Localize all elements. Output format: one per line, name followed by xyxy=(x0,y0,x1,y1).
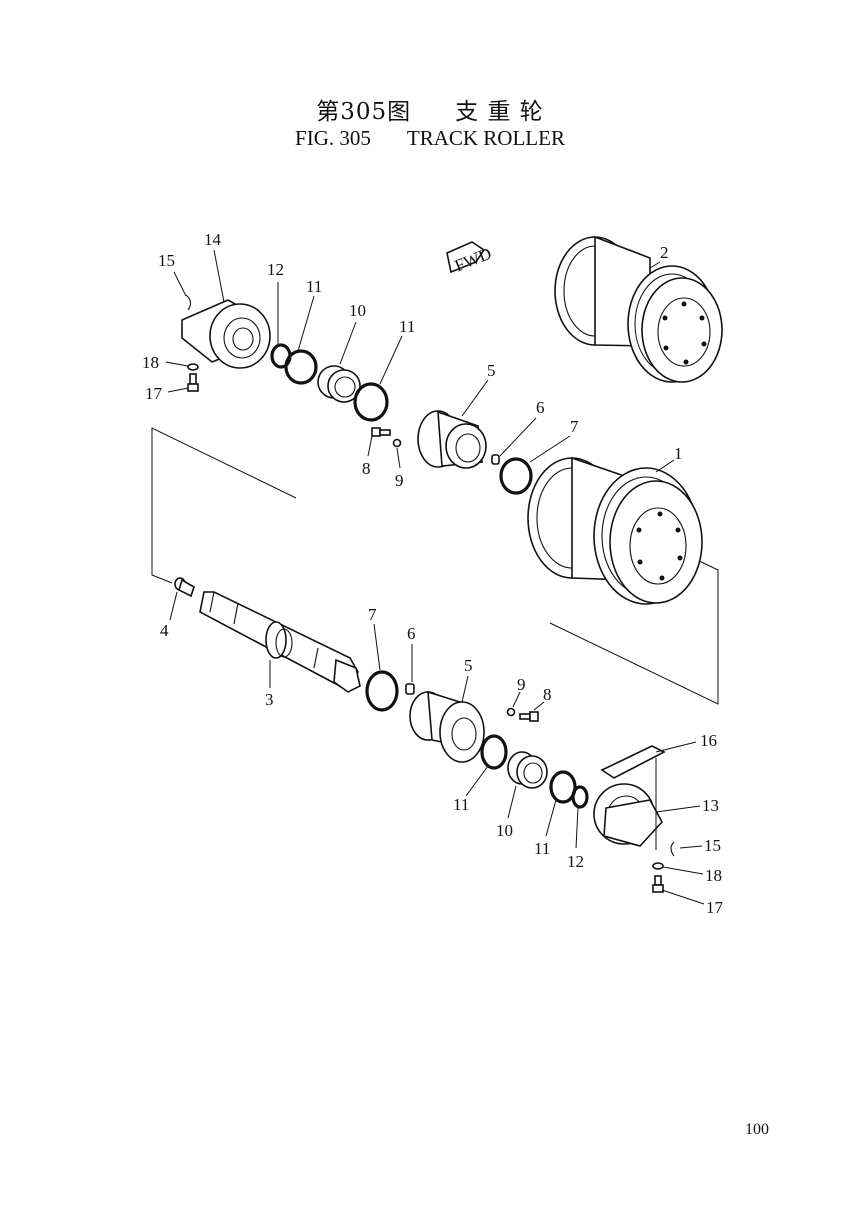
figure-title-english: FIG. 305 TRACK ROLLER xyxy=(0,126,860,151)
leader-5b xyxy=(461,675,469,703)
figure-name-cn: 支 重 轮 xyxy=(455,99,544,125)
leader-2 xyxy=(649,261,661,269)
leader-11b xyxy=(379,335,403,385)
bolt-8-upper xyxy=(371,427,391,437)
leader-11d xyxy=(545,799,557,837)
leader-6a xyxy=(499,417,537,457)
callout-17b: 17 xyxy=(706,898,724,917)
collar-upper xyxy=(181,299,271,369)
leader-9b xyxy=(512,691,521,708)
callout-9a: 9 xyxy=(395,471,404,490)
callout-1: 1 xyxy=(674,444,683,463)
leader-1 xyxy=(655,459,675,473)
callout-14: 14 xyxy=(204,230,222,249)
fwd-arrow-icon: FWD xyxy=(446,241,494,275)
callout-5b: 5 xyxy=(464,656,473,675)
washer-9-lower xyxy=(506,707,516,717)
leader-15a xyxy=(173,271,187,297)
callout-7b: 7 xyxy=(368,605,377,624)
collar-lower xyxy=(593,783,663,847)
clip-upper xyxy=(185,294,192,311)
callout-9b: 9 xyxy=(517,675,526,694)
callout-11d: 11 xyxy=(534,839,550,858)
leader-10a xyxy=(339,321,357,365)
figure-number-cn: 第305图 xyxy=(316,99,412,125)
ring-11-upper-a xyxy=(284,349,318,385)
callout-10a: 10 xyxy=(349,301,366,320)
figure-number-en: FIG. 305 xyxy=(295,126,371,150)
leader-12b xyxy=(575,807,579,849)
seal-10-upper xyxy=(317,365,361,403)
ring-11-upper-b xyxy=(353,382,389,422)
leader-8a xyxy=(367,435,373,457)
leader-5a xyxy=(461,379,489,417)
callout-3: 3 xyxy=(265,690,274,709)
leader-17a xyxy=(167,387,189,393)
washer-9-upper xyxy=(392,438,402,448)
callout-11b: 11 xyxy=(399,317,415,336)
callout-6a: 6 xyxy=(536,398,545,417)
callout-15b: 15 xyxy=(704,836,721,855)
callout-12a: 12 xyxy=(267,260,284,279)
plug-bolt xyxy=(174,577,195,598)
callout-18b: 18 xyxy=(705,866,722,885)
bushing-housing-lower xyxy=(409,690,485,763)
leader-18a xyxy=(165,361,189,367)
pin-6-upper xyxy=(491,454,500,465)
reference-line-left xyxy=(151,427,297,584)
callout-12b: 12 xyxy=(567,852,584,871)
figure-name-en: TRACK ROLLER xyxy=(406,126,565,150)
leader-8b xyxy=(533,701,545,711)
leader-7b xyxy=(373,623,381,671)
leader-15b xyxy=(679,845,703,849)
leader-7a xyxy=(529,435,571,463)
callout-5a: 5 xyxy=(487,361,496,380)
callout-10b: 10 xyxy=(496,821,513,840)
leader-4 xyxy=(169,591,178,621)
ring-7-lower xyxy=(365,670,399,712)
callout-8b: 8 xyxy=(543,685,552,704)
leader-14 xyxy=(213,249,225,303)
leader-16 xyxy=(655,741,697,753)
leader-11a xyxy=(297,295,315,352)
ring-12-lower xyxy=(571,785,589,809)
ring-11-lower-b xyxy=(549,770,577,804)
bolt-lower xyxy=(652,875,664,893)
figure-title-chinese: 第305图 支 重 轮 xyxy=(0,92,860,126)
track-roller-upper xyxy=(554,235,723,383)
clip-lower xyxy=(670,841,675,857)
leader-11c xyxy=(465,765,489,797)
callout-13: 13 xyxy=(702,796,719,815)
callout-15a: 15 xyxy=(158,251,175,270)
callout-7a: 7 xyxy=(570,417,579,436)
leader-18b xyxy=(662,866,704,875)
leader-13 xyxy=(655,805,701,813)
callout-17a: 17 xyxy=(145,384,163,403)
bolt-8-lower xyxy=(519,711,539,722)
page-number: 100 xyxy=(745,1121,769,1138)
callout-11a: 11 xyxy=(306,277,322,296)
bushing-housing-upper xyxy=(417,410,487,469)
callout-16: 16 xyxy=(700,731,717,750)
leader-10b xyxy=(507,785,517,819)
washer-upper xyxy=(187,363,199,371)
callout-18a: 18 xyxy=(142,353,159,372)
callout-2: 2 xyxy=(660,243,669,262)
callout-11c: 11 xyxy=(453,795,469,814)
ring-11-lower-a xyxy=(480,734,508,770)
callout-8a: 8 xyxy=(362,459,371,478)
leader-17b xyxy=(661,889,705,905)
seal-10-lower xyxy=(507,751,548,789)
callout-6b: 6 xyxy=(407,624,416,643)
ring-7-upper xyxy=(499,457,533,495)
plate-16 xyxy=(600,745,666,779)
pin-6-lower xyxy=(405,683,415,695)
washer-lower xyxy=(652,862,664,870)
roller-shaft xyxy=(199,591,361,693)
leader-9a xyxy=(396,447,401,469)
track-roller-main xyxy=(527,456,703,605)
callout-4: 4 xyxy=(160,621,169,640)
bolt-upper xyxy=(187,373,199,392)
